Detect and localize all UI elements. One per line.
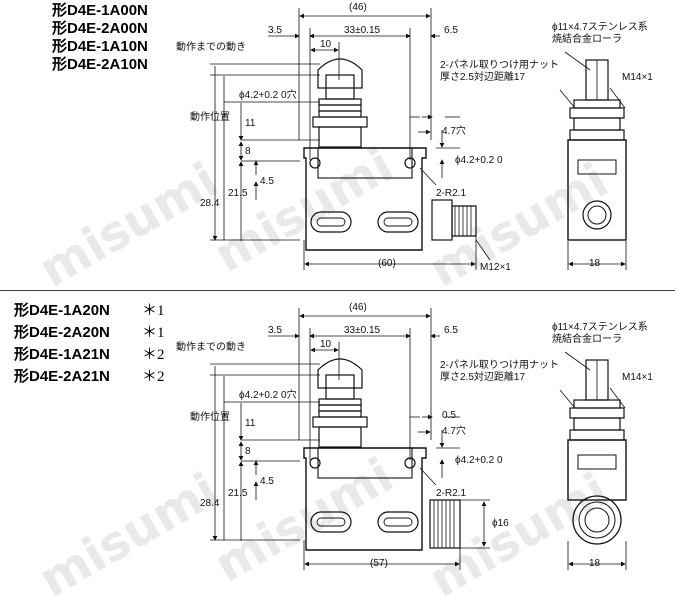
model-name: 形D4E-1A10N xyxy=(52,38,148,55)
model-name: 形D4E-2A10N xyxy=(52,56,148,73)
footnote-mark: ＊1 xyxy=(142,303,165,319)
dim-label: ϕ16 xyxy=(492,518,509,529)
model-name: 形D4E-1A00N xyxy=(52,2,148,19)
dim-label: ϕ4.2+0.2 0穴 xyxy=(239,90,297,101)
dim-label: 4.5 xyxy=(260,176,274,187)
dim-label: 4.5 xyxy=(260,476,274,487)
dim-label: ϕ4.2+0.2 0 xyxy=(455,155,503,166)
dim-label: 10 xyxy=(320,339,332,350)
stroke-label: 動作までの動き xyxy=(176,342,246,353)
dim-label: M14×1 xyxy=(622,372,653,383)
dim-label: 6.5 xyxy=(444,325,458,336)
dim-label: 18 xyxy=(589,558,601,569)
footnote-mark: ＊2 xyxy=(142,347,165,363)
dim-label: 21.5 xyxy=(228,488,248,499)
dim-label: ϕ4.2+0.2 0 xyxy=(455,455,503,466)
roller-label: 焼結合金ローラ xyxy=(552,334,622,345)
position-label: 動作位置 xyxy=(190,112,230,123)
dim-label: (46) xyxy=(349,302,367,313)
dim-label: 6.5 xyxy=(444,25,458,36)
dim-label: 33±0.15 xyxy=(344,325,381,336)
dim-label: 21.5 xyxy=(228,188,248,199)
dim-label: (60) xyxy=(378,258,396,269)
roller-label: 焼結合金ローラ xyxy=(552,34,622,45)
dim-label: 2-R2.1 xyxy=(436,488,467,499)
model-name: 形D4E-2A20N xyxy=(14,324,110,341)
dim-label: 11 xyxy=(245,118,256,129)
position-label: 動作位置 xyxy=(190,412,230,423)
dim-label: M12×1 xyxy=(480,262,511,273)
nut-label: 厚さ2.5対辺距離17 xyxy=(440,372,526,383)
model-name: 形D4E-1A21N xyxy=(14,346,110,363)
dim-label: 4.7穴 xyxy=(442,126,466,137)
dim-label: 10 xyxy=(320,39,332,50)
dim-label: 3.5 xyxy=(268,25,282,36)
footnote-mark: ＊1 xyxy=(142,325,165,341)
model-name: 形D4E-2A21N xyxy=(14,368,110,385)
dim-label: (57) xyxy=(370,558,388,569)
stroke-label: 動作までの動き xyxy=(176,42,246,53)
model-name: 形D4E-1A20N xyxy=(14,302,110,319)
dim-label: 3.5 xyxy=(268,325,282,336)
dim-label: 8 xyxy=(245,146,251,157)
model-name: 形D4E-2A00N xyxy=(52,20,148,37)
dim-label: (46) xyxy=(349,2,367,13)
dim-label: 28.4 xyxy=(200,198,220,209)
top-drawing xyxy=(210,8,627,270)
dim-label: 8 xyxy=(245,446,251,457)
dim-label: 11 xyxy=(245,418,256,429)
roller-label: ϕ11×4.7ステンレス系 xyxy=(552,22,648,33)
nut-label: 厚さ2.5対辺距離17 xyxy=(440,72,526,83)
dim-label: 0.5 xyxy=(442,410,456,421)
roller-label: ϕ11×4.7ステンレス系 xyxy=(552,322,648,333)
dim-label: 33±0.15 xyxy=(344,25,381,36)
dim-label: 4.7穴 xyxy=(442,426,466,437)
footnote-mark: ＊2 xyxy=(142,369,165,385)
dim-label: ϕ4.2+0.2 0穴 xyxy=(239,390,297,401)
nut-label: 2-パネル取りつけ用ナット xyxy=(440,360,559,371)
dim-label: M14×1 xyxy=(622,72,653,83)
bottom-drawing xyxy=(210,308,627,570)
dim-label: 28.4 xyxy=(200,498,220,509)
dim-label: 18 xyxy=(589,258,601,269)
section-divider xyxy=(0,290,675,291)
dim-label: 2-R2.1 xyxy=(436,188,467,199)
nut-label: 2-パネル取りつけ用ナット xyxy=(440,60,559,71)
